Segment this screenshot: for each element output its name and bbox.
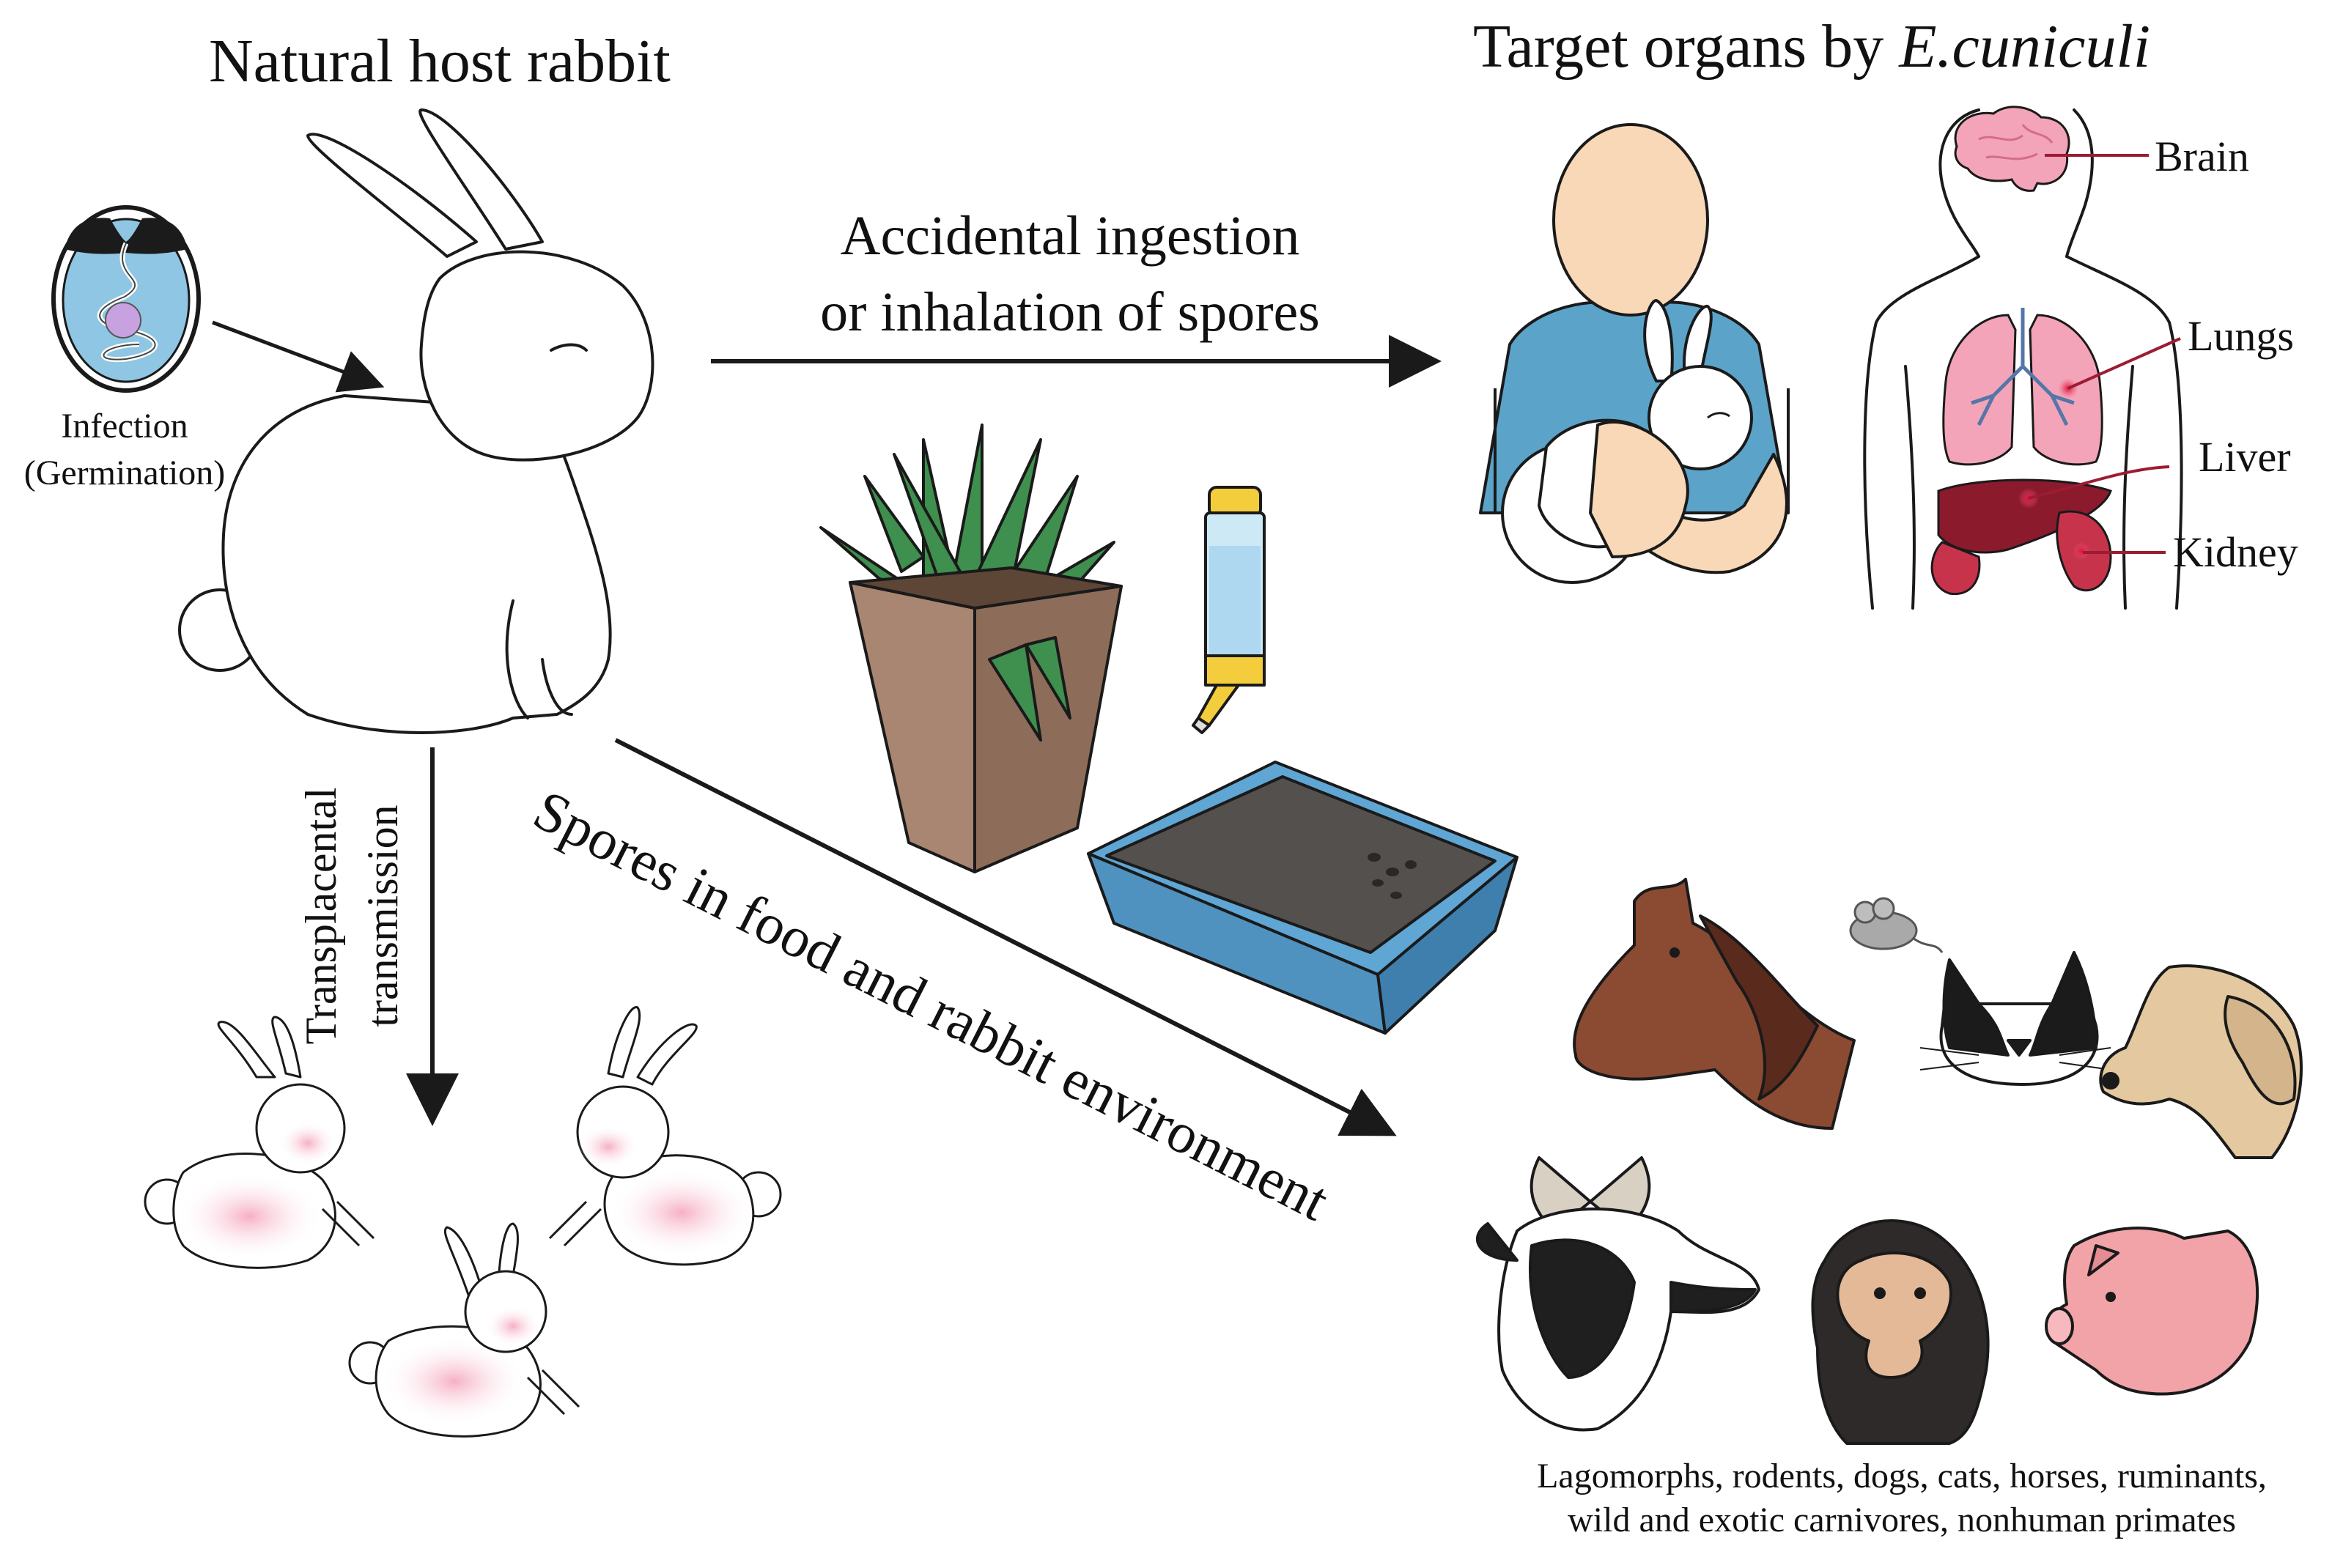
pig-illustration bbox=[2046, 1228, 2257, 1394]
hosts-caption: Lagomorphs, rodents, dogs, cats, horses,… bbox=[1466, 1454, 2338, 1542]
brain-organ bbox=[1955, 107, 2069, 191]
organ-label-brain: Brain bbox=[2155, 132, 2249, 181]
hosts-caption-line2: wild and exotic carnivores, nonhuman pri… bbox=[1466, 1498, 2338, 1542]
target-organs-title-prefix: Target organs by bbox=[1473, 12, 1899, 81]
ingestion-label-line2: or inhalation of spores bbox=[762, 274, 1378, 350]
transplacental-label: Transplacental transmission bbox=[290, 733, 413, 1099]
infection-label-line1: Infection bbox=[15, 403, 235, 450]
natural-host-title: Natural host rabbit bbox=[209, 26, 671, 97]
dog-illustration bbox=[2100, 966, 2301, 1158]
mouse-illustration bbox=[1851, 898, 1942, 953]
natural-host-rabbit-illustration bbox=[180, 110, 652, 733]
cow-illustration bbox=[1477, 1158, 1759, 1430]
person-holding-rabbit-illustration bbox=[1480, 125, 1788, 583]
target-organs-title: Target organs by E.cuniculi bbox=[1473, 11, 2150, 82]
horse-head-illustration bbox=[1574, 879, 1854, 1128]
organ-label-kidney: Kidney bbox=[2173, 528, 2298, 577]
transplacental-label-line2: transmission bbox=[352, 733, 413, 1099]
water-bottle-illustration bbox=[1193, 487, 1264, 733]
litter-tray-illustration bbox=[1088, 762, 1517, 1033]
hosts-caption-line1: Lagomorphs, rodents, dogs, cats, horses,… bbox=[1466, 1454, 2338, 1498]
cat-illustration bbox=[1920, 953, 2111, 1084]
ingestion-label-line1: Accidental ingestion bbox=[762, 198, 1378, 274]
infection-arrow bbox=[213, 322, 377, 385]
lungs-organ bbox=[1944, 308, 2103, 465]
offspring-rabbits-illustration bbox=[145, 1007, 781, 1437]
infection-label: Infection (Germination) bbox=[15, 403, 235, 497]
ingestion-label: Accidental ingestion or inhalation of sp… bbox=[762, 198, 1378, 350]
grass-pot-illustration bbox=[821, 425, 1121, 872]
organ-label-lungs: Lungs bbox=[2188, 311, 2294, 360]
target-organs-title-species: E.cuniculi bbox=[1899, 12, 2150, 81]
organ-label-liver: Liver bbox=[2199, 432, 2291, 481]
spore-icon bbox=[53, 207, 199, 391]
infection-label-line2: (Germination) bbox=[15, 450, 235, 497]
transplacental-label-line1: Transplacental bbox=[290, 733, 352, 1099]
monkey-illustration bbox=[1812, 1221, 1988, 1443]
